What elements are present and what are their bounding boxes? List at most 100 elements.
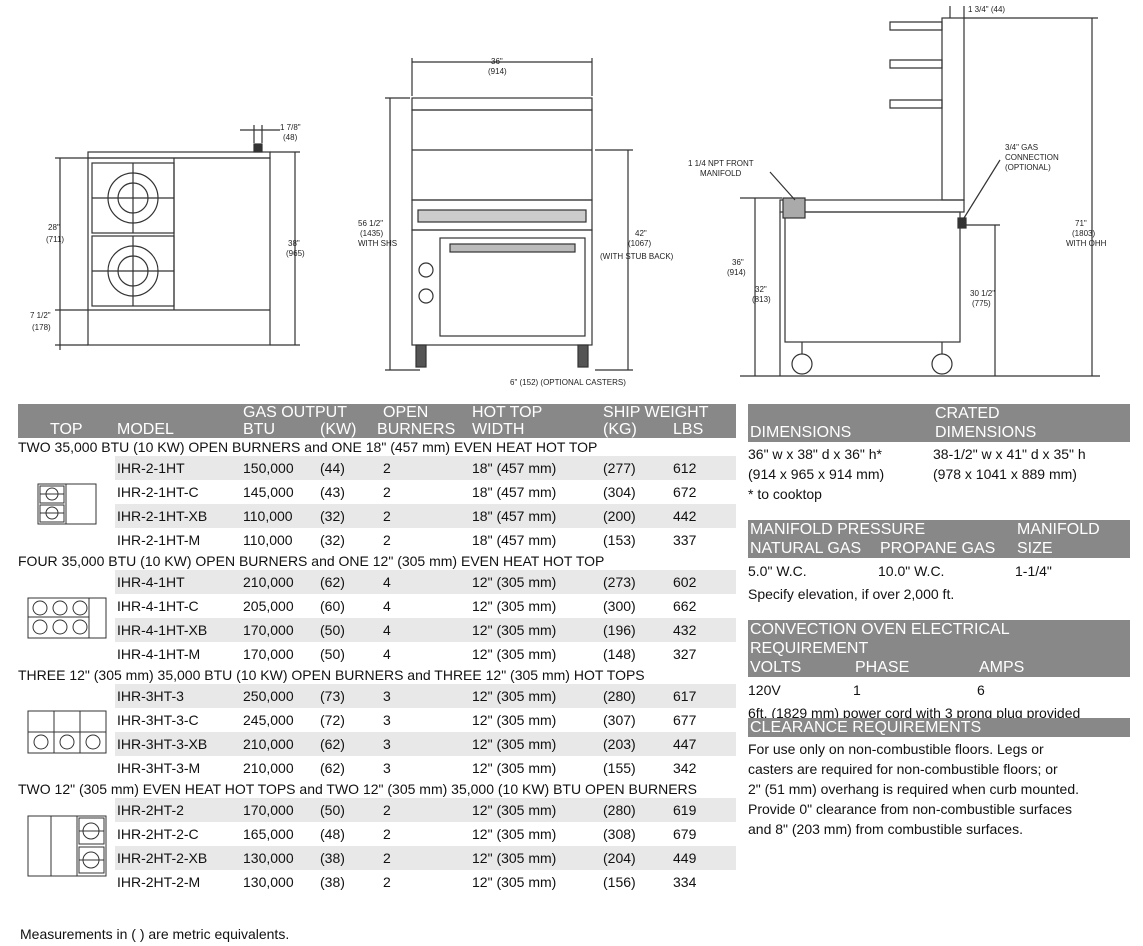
svg-text:42": 42" (635, 229, 647, 238)
cell-kw: (60) (320, 598, 345, 614)
cooktop-note: * to cooktop (748, 486, 822, 502)
svg-text:56 1/2": 56 1/2" (358, 219, 383, 228)
cell-burners: 4 (375, 570, 471, 594)
cell-lbs: 672 (673, 484, 697, 500)
amps-value: 6 (977, 682, 985, 698)
cell-kw: (50) (318, 798, 376, 822)
cell-burners: 2 (383, 826, 391, 842)
cell-burners: 2 (375, 798, 471, 822)
crated-dimensions-label: DIMENSIONS (935, 424, 1037, 441)
cell-burners: 2 (375, 504, 471, 528)
svg-text:71": 71" (1075, 219, 1087, 228)
cell-lbs: 432 (671, 618, 737, 642)
cell-btu: 165,000 (243, 826, 294, 842)
section-title: FOUR 35,000 BTU (10 KW) OPEN BURNERS and… (18, 552, 737, 570)
cell-width: 12" (305 mm) (470, 618, 602, 642)
cell-burners: 3 (375, 732, 471, 756)
section-title-row: FOUR 35,000 BTU (10 KW) OPEN BURNERS and… (18, 552, 737, 570)
cell-kw: (62) (318, 570, 376, 594)
section-title: THREE 12" (305 mm) 35,000 BTU (10 KW) OP… (18, 666, 737, 684)
technical-drawings: 1 7/8" (48) 28" (711) 38" (965) 7 1/2" (… (30, 5, 1107, 387)
cell-burners: 2 (383, 874, 391, 890)
clearance-panel: CLEARANCE REQUIREMENTS For use only on n… (748, 718, 1130, 839)
cell-kg: (204) (601, 846, 672, 870)
cell-burners: 2 (375, 846, 471, 870)
front-view-drawing (385, 58, 633, 371)
clearance-line-4: Provide 0" clearance from non-combustibl… (748, 801, 1073, 817)
svg-text:38": 38" (288, 239, 300, 248)
power-cord-note: 6ft. (1829 mm) power cord with 3 prong p… (748, 705, 1081, 721)
cell-lbs: 617 (671, 684, 737, 708)
cell-lbs: 342 (673, 760, 697, 776)
cell-width: 12" (305 mm) (472, 646, 557, 662)
cell-model: IHR-4-1HT-C (117, 598, 199, 614)
volts-value: 120V (748, 682, 781, 698)
cell-width: 12" (305 mm) (470, 732, 602, 756)
svg-text:32": 32" (755, 285, 767, 294)
cell-burners: 3 (375, 684, 471, 708)
cell-burners: 4 (383, 646, 391, 662)
cell-model: IHR-4-1HT (115, 570, 241, 594)
svg-text:1 1/4 NPT FRONT: 1 1/4 NPT FRONT (688, 159, 754, 168)
cell-btu: 145,000 (243, 484, 294, 500)
cell-model: IHR-3HT-3-M (117, 760, 201, 776)
cell-burners: 2 (383, 532, 391, 548)
cell-model: IHR-2HT-2 (115, 798, 241, 822)
cell-btu: 210,000 (243, 760, 294, 776)
natural-gas-value: 5.0" W.C. (748, 563, 807, 579)
svg-text:MANIFOLD: MANIFOLD (700, 169, 742, 178)
svg-text:(1435): (1435) (360, 229, 383, 238)
cell-kw: (38) (318, 846, 376, 870)
cell-lbs: 602 (671, 570, 737, 594)
section-title-row: TWO 12" (305 mm) EVEN HEAT HOT TOPS and … (18, 780, 737, 798)
cell-kg: (200) (601, 504, 672, 528)
dim-inches: 36" w x 38" d x 36" h* (748, 446, 882, 462)
cell-kw: (38) (320, 874, 345, 890)
svg-text:6" (152) (OPTIONAL CASTERS): 6" (152) (OPTIONAL CASTERS) (510, 378, 626, 387)
cell-burners: 4 (375, 618, 471, 642)
top-configuration-icon (18, 570, 115, 666)
svg-text:(WITH STUB BACK): (WITH STUB BACK) (600, 252, 674, 261)
electrical-title: CONVECTION OVEN ELECTRICAL REQUIREMENT (748, 620, 1130, 658)
svg-text:1 3/4" (44): 1 3/4" (44) (968, 5, 1005, 14)
svg-text:(178): (178) (32, 323, 51, 332)
side-view-drawing (740, 6, 1100, 377)
dim-mm: (914 x 965 x 914 mm) (748, 466, 885, 482)
top-view-drawing (55, 125, 300, 350)
cell-kg: (203) (601, 732, 672, 756)
cell-btu: 130,000 (243, 874, 294, 890)
cell-model: IHR-4-1HT-M (117, 646, 201, 662)
svg-text:30 1/2": 30 1/2" (970, 289, 995, 298)
cell-burners: 2 (383, 484, 391, 500)
cell-btu: 150,000 (241, 456, 318, 480)
cell-burners: 3 (383, 712, 391, 728)
cell-lbs: 337 (673, 532, 697, 548)
cell-width: 18" (457 mm) (470, 504, 602, 528)
header-gas-output: GAS OUTPUT (241, 404, 376, 421)
cell-width: 12" (305 mm) (472, 874, 557, 890)
svg-text:WITH SHS: WITH SHS (358, 239, 397, 248)
cell-lbs: 679 (673, 826, 697, 842)
header-model: MODEL (115, 421, 241, 438)
cell-kw: (48) (320, 826, 345, 842)
cell-lbs: 677 (673, 712, 697, 728)
cell-kw: (62) (318, 732, 376, 756)
cell-btu: 245,000 (243, 712, 294, 728)
svg-text:(1803): (1803) (1072, 229, 1095, 238)
svg-text:1 7/8": 1 7/8" (280, 123, 301, 132)
cell-model: IHR-2-1HT-XB (115, 504, 241, 528)
svg-text:(OPTIONAL): (OPTIONAL) (1005, 163, 1051, 172)
cell-model: IHR-2HT-2-M (117, 874, 201, 890)
clearance-line-3: 2" (51 mm) overhang is required when cur… (748, 781, 1080, 797)
cell-kw: (32) (320, 532, 345, 548)
model-spec-table: GAS OUTPUT OPEN HOT TOP SHIP WEIGHT TOP … (18, 404, 737, 894)
header-top: TOP (18, 421, 115, 438)
